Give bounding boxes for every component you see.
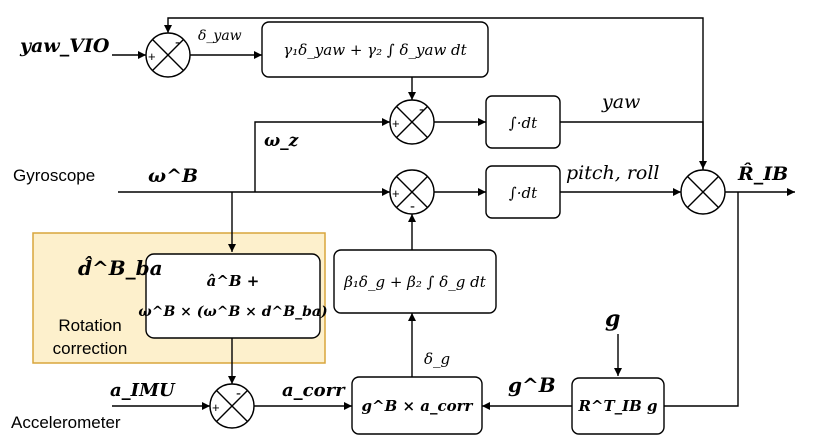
label-a-imu: a_IMU	[110, 380, 176, 401]
sum-junction-yaw-rate: + -	[389, 99, 435, 145]
label-yaw-vio: yaw_VIO	[19, 35, 110, 57]
label-g-b: g^B	[508, 373, 556, 397]
pitch-roll-integrator-block: ∫·dt	[485, 165, 561, 219]
region-label-line2: correction	[53, 339, 128, 358]
sign-plus: +	[212, 400, 220, 415]
yaw-integrator-text: ∫·dt	[509, 114, 538, 132]
sign-minus: -	[410, 198, 415, 215]
label-delta-yaw: δ_yaw	[198, 28, 242, 44]
sign-plus: +	[148, 49, 156, 64]
g-pi-text: β₁δ_g + β₂ ∫ δ_g dt	[343, 273, 486, 291]
wire-yaw-out	[560, 121, 707, 169]
label-omega-b: ω^B	[148, 165, 198, 187]
wire-rib-down	[664, 192, 739, 407]
sign-minus: -	[419, 101, 424, 118]
rotation-correction-block: â^B + ω^B × (ω^B × d^B_ba)	[138, 253, 328, 339]
label-r-ib: R̂_IB	[737, 163, 788, 185]
cross-product-block: g^B × a_corr	[351, 376, 483, 435]
gravity-pi-controller-block: β₁δ_g + β₂ ∫ δ_g dt	[333, 249, 497, 314]
wire-yaw-feedback	[164, 17, 704, 183]
label-delta-g: δ_g	[424, 350, 450, 368]
rotation-line2-text: ω^B × (ω^B × d^B_ba)	[138, 304, 327, 320]
sign-plus: +	[392, 116, 400, 131]
sum-junction-yaw-error: + -	[145, 32, 191, 78]
wire-omegaz	[254, 118, 390, 192]
sign-plus: +	[392, 186, 400, 201]
label-yaw: yaw	[601, 91, 640, 113]
sum-junction-acc-correction: + -	[209, 383, 255, 429]
rp-integrator-text: ∫·dt	[509, 184, 538, 202]
gravity-rotation-block: R^T_IB g	[571, 377, 665, 435]
label-accelerometer: Accelerometer	[11, 413, 121, 432]
product-junction-rib	[680, 169, 726, 215]
sign-minus: -	[175, 34, 180, 51]
label-a-corr: a_corr	[282, 380, 346, 401]
rotate-g-text: R^T_IB g	[577, 397, 657, 415]
label-gravity: g	[605, 306, 620, 332]
label-gyroscope: Gyroscope	[13, 166, 95, 185]
rotation-line1-text: â^B +	[207, 272, 260, 290]
sign-minus: -	[236, 385, 241, 402]
sum-junction-pitch-roll: + -	[389, 169, 435, 215]
label-pitch-roll: pitch, roll	[566, 162, 660, 184]
label-d-ba-hat: d̂^B_ba	[78, 254, 163, 280]
yaw-integrator-block: ∫·dt	[485, 95, 561, 149]
yaw-pi-controller-block: γ₁δ_yaw + γ₂ ∫ δ_yaw dt	[261, 21, 489, 78]
yaw-pi-text: γ₁δ_yaw + γ₂ ∫ δ_yaw dt	[283, 41, 467, 59]
region-label-line1: Rotation	[58, 316, 121, 335]
cross-text: g^B × a_corr	[362, 397, 474, 415]
label-omega-z: ω_z	[264, 131, 299, 151]
